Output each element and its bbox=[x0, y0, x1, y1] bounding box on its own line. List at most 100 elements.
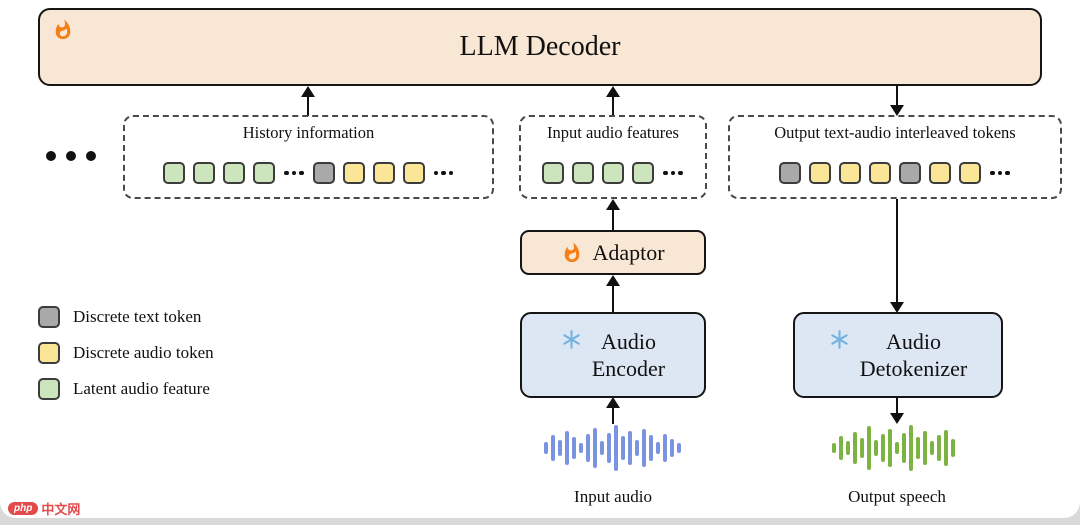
output-tokens bbox=[779, 162, 1011, 184]
gray-token-swatch bbox=[38, 306, 60, 328]
waveform-bar bbox=[593, 428, 597, 468]
input-features-group: Input audio features bbox=[519, 115, 707, 199]
arrow-features-to-decoder bbox=[606, 86, 620, 116]
legend-item-discrete-text-token: Discrete text token bbox=[38, 306, 214, 328]
history-group: History information bbox=[123, 115, 494, 199]
arrow-audio-to-encoder bbox=[606, 397, 620, 424]
legend-label: Discrete text token bbox=[73, 307, 202, 326]
token-ellipsis bbox=[284, 170, 304, 176]
arrow-output-to-detokenizer bbox=[890, 199, 904, 313]
waveform-bar bbox=[649, 435, 653, 461]
token-ellipsis bbox=[433, 170, 453, 176]
green-token bbox=[253, 162, 275, 184]
waveform-bar bbox=[663, 434, 667, 462]
adaptor-label: Adaptor bbox=[592, 239, 665, 265]
audio-detokenizer-box: Audio Detokenizer bbox=[793, 312, 1003, 398]
flame-icon bbox=[561, 242, 583, 264]
legend-item-latent-audio-feature: Latent audio feature bbox=[38, 378, 214, 400]
audio-encoder-label-line2: Encoder bbox=[591, 356, 666, 381]
waveform-bar bbox=[607, 433, 611, 463]
waveform-bar bbox=[656, 442, 660, 454]
waveform-bar bbox=[846, 441, 850, 455]
legend-label: Discrete audio token bbox=[73, 343, 214, 362]
waveform-bar bbox=[930, 441, 934, 455]
waveform-bar bbox=[544, 442, 548, 454]
history-label: History information bbox=[242, 123, 375, 142]
arrow-encoder-to-adaptor bbox=[606, 275, 620, 313]
waveform-bar bbox=[621, 436, 625, 460]
legend-item-discrete-audio-token: Discrete audio token bbox=[38, 342, 214, 364]
waveform-bar bbox=[628, 431, 632, 465]
yellow-token bbox=[809, 162, 832, 184]
input-features-tokens bbox=[542, 162, 684, 184]
arrow-detokenizer-to-speech bbox=[890, 397, 904, 424]
audio-encoder-box: Audio Encoder bbox=[520, 312, 706, 398]
green-token bbox=[223, 162, 245, 184]
waveform-bar bbox=[635, 440, 639, 456]
yellow-token bbox=[959, 162, 982, 184]
arrow-decoder-to-output bbox=[890, 86, 904, 116]
waveform-bar bbox=[586, 434, 590, 462]
waveform-bar bbox=[923, 431, 927, 465]
waveform-bar bbox=[888, 429, 892, 467]
green-token bbox=[542, 162, 565, 184]
gray-token bbox=[312, 162, 335, 184]
snowflake-icon bbox=[829, 329, 850, 350]
history-tokens bbox=[163, 162, 454, 184]
waveform-bar bbox=[670, 439, 674, 457]
watermark-text: 中文网 bbox=[41, 502, 81, 517]
waveform-bar bbox=[600, 441, 604, 455]
token-ellipsis bbox=[663, 170, 683, 176]
green-token-swatch bbox=[38, 378, 60, 400]
watermark-badge: php bbox=[8, 502, 39, 515]
audio-encoder-label-line1: Audio bbox=[600, 328, 656, 354]
waveform-bar bbox=[677, 443, 681, 453]
audio-detokenizer-label-line1: Audio bbox=[886, 328, 941, 354]
llm-decoder-label: LLM Decoder bbox=[459, 31, 621, 62]
llm-decoder-box: LLM Decoder bbox=[38, 8, 1042, 86]
waveform-bar bbox=[558, 440, 562, 456]
waveform-bar bbox=[916, 437, 920, 459]
output-speech-waveform-icon bbox=[832, 423, 955, 473]
output-tokens-group: Output text-audio interleaved tokens bbox=[728, 115, 1062, 199]
waveform-bar bbox=[909, 425, 913, 471]
waveform-bar bbox=[642, 429, 646, 467]
green-token bbox=[602, 162, 625, 184]
waveform-bar bbox=[895, 442, 899, 454]
waveform-bar bbox=[944, 430, 948, 466]
yellow-token bbox=[372, 162, 395, 184]
waveform-bar bbox=[579, 443, 583, 453]
gray-token bbox=[899, 162, 922, 184]
input-audio-caption: Input audio bbox=[574, 487, 652, 506]
adaptor-box: Adaptor bbox=[520, 230, 706, 275]
flame-icon bbox=[52, 19, 74, 41]
waveform-bar bbox=[874, 440, 878, 456]
gray-token bbox=[779, 162, 802, 184]
legend-label: Latent audio feature bbox=[73, 379, 210, 398]
audio-detokenizer-label-line2: Detokenizer bbox=[859, 356, 968, 381]
waveform-bar bbox=[902, 433, 906, 463]
yellow-token-swatch bbox=[38, 342, 60, 364]
waveform-bar bbox=[937, 435, 941, 461]
waveform-bar bbox=[853, 432, 857, 464]
yellow-token bbox=[839, 162, 862, 184]
arrow-history-to-decoder bbox=[301, 86, 315, 116]
waveform-bar bbox=[839, 436, 843, 460]
left-ellipsis bbox=[46, 151, 96, 161]
arrow-adaptor-to-features bbox=[606, 199, 620, 231]
token-ellipsis bbox=[990, 170, 1010, 176]
yellow-token bbox=[869, 162, 892, 184]
green-token bbox=[163, 162, 185, 184]
green-token bbox=[193, 162, 215, 184]
waveform-bar bbox=[614, 425, 618, 471]
input-features-label: Input audio features bbox=[547, 123, 679, 142]
waveform-bar bbox=[881, 434, 885, 462]
input-audio-waveform-icon bbox=[544, 423, 681, 473]
snowflake-icon bbox=[561, 329, 582, 350]
yellow-token bbox=[929, 162, 952, 184]
green-token bbox=[572, 162, 595, 184]
legend: Discrete text token Discrete audio token… bbox=[38, 306, 214, 400]
output-speech-caption: Output speech bbox=[848, 487, 946, 506]
waveform-bar bbox=[565, 431, 569, 465]
